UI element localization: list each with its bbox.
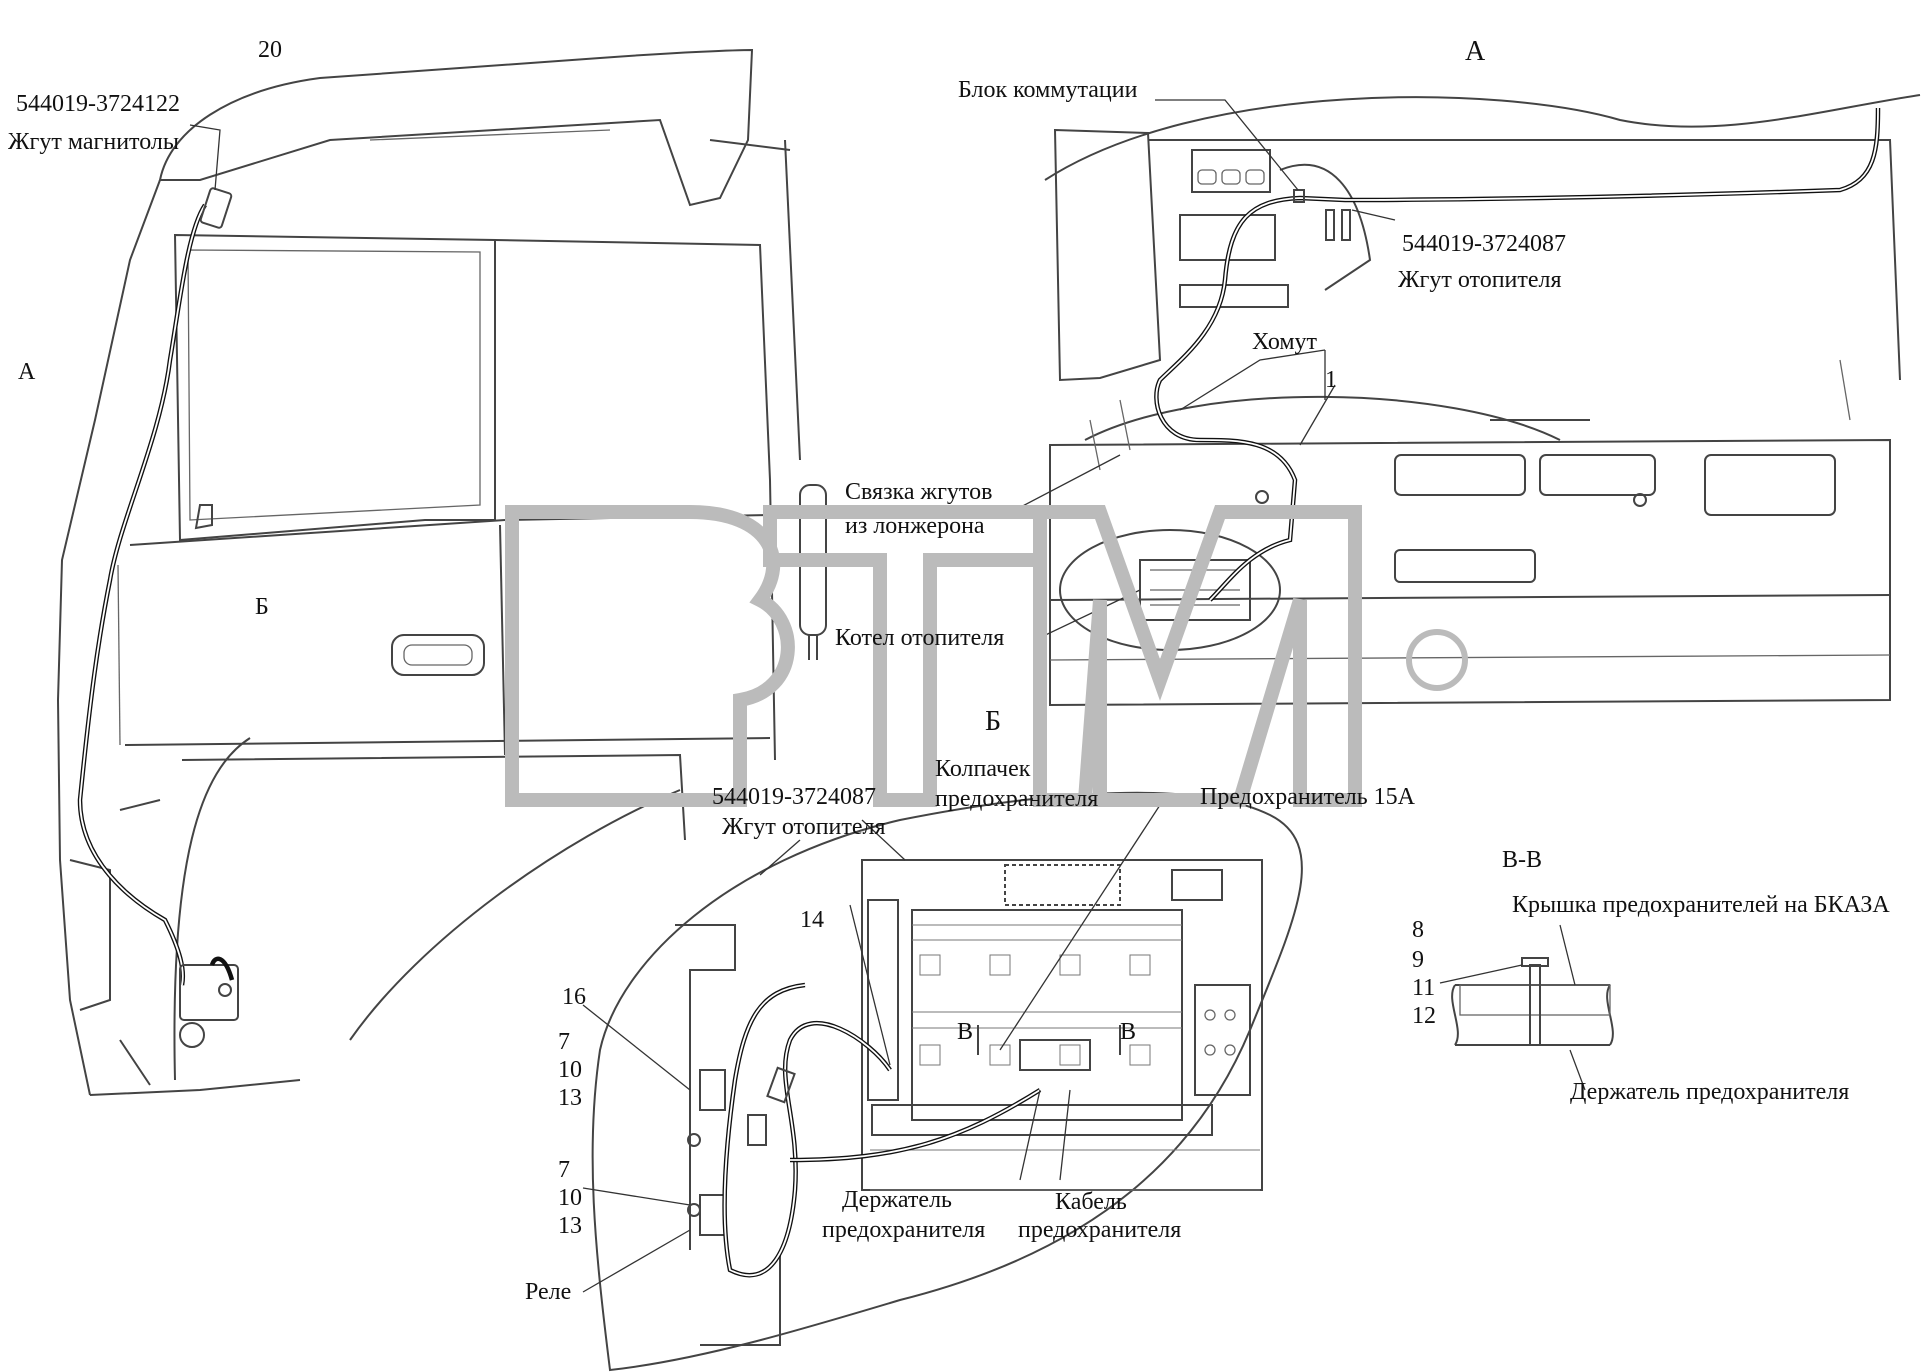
view-a-arrow-label: А <box>18 359 36 385</box>
callout-7-upper: 7 <box>558 1029 570 1055</box>
section-bb-drawing <box>1439 924 1614 1091</box>
btm-watermark <box>505 505 1468 807</box>
switching-block-label: Блок коммутации <box>958 77 1138 103</box>
view-b-title: Б <box>985 706 1002 737</box>
fuse-cap-label-1: Колпачек <box>935 756 1031 782</box>
fuse-cable-label-2: предохранителя <box>1018 1217 1182 1243</box>
radio-harness-label: Жгут магнитолы <box>8 129 179 155</box>
section-b-marker-right: В <box>1120 1019 1137 1045</box>
harness-bundle-label-1: Связка жгутов <box>845 479 993 505</box>
heater-harness-label-b: Жгут отопителя <box>722 814 886 840</box>
relay-label: Реле <box>525 1279 572 1305</box>
callout-13-lower: 13 <box>558 1213 582 1239</box>
view-a-drawing <box>1014 94 1921 707</box>
heater-boiler-label: Котел отопителя <box>835 625 1005 651</box>
callout-7-lower: 7 <box>558 1157 570 1183</box>
fuse-15a-label: Предохранитель 15А <box>1200 784 1416 810</box>
callout-11: 11 <box>1412 975 1436 1001</box>
callout-10-lower: 10 <box>558 1185 582 1211</box>
harness-bundle-label-2: из лонжерона <box>845 513 985 539</box>
view-b-drawing <box>582 791 1303 1372</box>
heater-harness-label-a: Жгут отопителя <box>1398 267 1562 293</box>
clamp-label: Хомут <box>1252 329 1318 355</box>
fuse-holder-label-1: Держатель <box>842 1187 952 1213</box>
callout-10-upper: 10 <box>558 1057 582 1083</box>
section-b-marker-left: В <box>957 1019 974 1045</box>
heater-harness-part-number-a: 544019-3724087 <box>1402 231 1566 257</box>
radio-harness-part-number: 544019-3724122 <box>16 91 180 117</box>
fuse-holder-bb-label: Держатель предохранителя <box>1570 1079 1850 1105</box>
callout-16: 16 <box>562 984 586 1010</box>
callout-13-upper: 13 <box>558 1085 582 1111</box>
callout-20: 20 <box>258 37 282 63</box>
fuse-cap-label-2: предохранителя <box>935 786 1099 812</box>
view-b-arrow-label: Б <box>255 594 269 620</box>
view-a-title: А <box>1465 36 1486 67</box>
fuse-holder-label-2: предохранителя <box>822 1217 986 1243</box>
callout-14: 14 <box>800 907 824 933</box>
fuse-cover-label: Крышка предохранителей на БКАЗА <box>1512 892 1890 918</box>
callout-1: 1 <box>1325 367 1337 393</box>
section-bb-title: В-В <box>1502 847 1543 873</box>
callout-12: 12 <box>1412 1003 1436 1029</box>
callout-8: 8 <box>1412 917 1424 943</box>
callout-9: 9 <box>1412 947 1424 973</box>
heater-harness-part-number-b: 544019-3724087 <box>712 784 876 810</box>
fuse-cable-label-1: Кабель <box>1055 1189 1127 1215</box>
cab-side-view <box>56 48 827 1096</box>
